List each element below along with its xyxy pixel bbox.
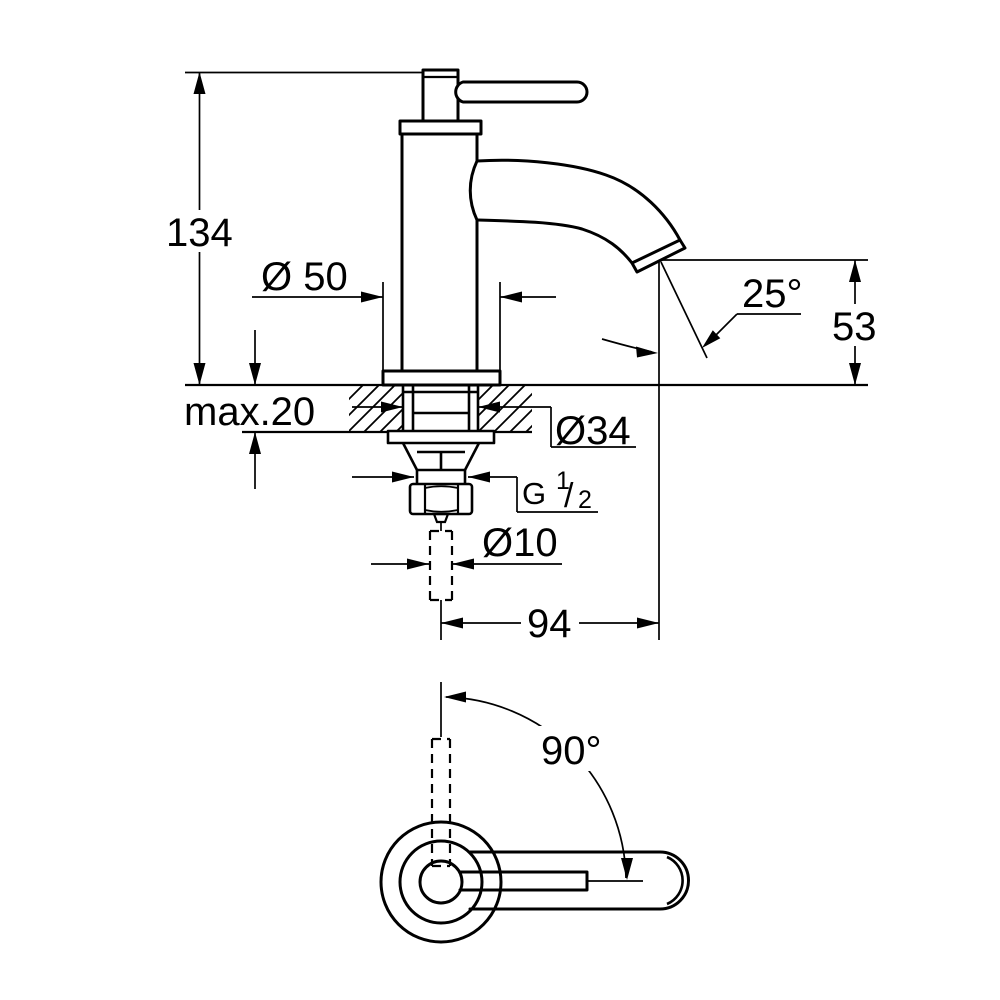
cartridge-stem	[421, 68, 460, 124]
label-spout-reach: 94	[527, 602, 572, 646]
dim-max-deck-thickness	[249, 330, 261, 489]
label-max-deck-thickness: max.20	[184, 390, 315, 434]
body-top-flange	[398, 119, 483, 136]
handle-lever-plan	[458, 850, 690, 911]
label-base-diameter: Ø 50	[261, 255, 348, 299]
hex-nut	[408, 482, 474, 516]
dim-shank-diameter	[352, 401, 636, 448]
dim-base-diameter	[252, 282, 556, 371]
supply-pipe-dashed-plan	[430, 737, 452, 868]
body-column	[400, 132, 479, 373]
plan-view-faucet	[379, 682, 690, 944]
label-thread-slash: /	[564, 477, 574, 515]
mounting-shank	[401, 385, 480, 432]
spout-body-fillet	[468, 159, 479, 222]
label-total-height: 134	[166, 211, 233, 255]
side-view-faucet	[185, 68, 687, 387]
label-backgrounds	[161, 210, 882, 771]
spout	[475, 158, 687, 274]
label-shank-diameter: Ø34	[555, 409, 631, 453]
label-spout-angle: 25°	[742, 272, 803, 316]
label-thread-denominator: 2	[578, 486, 592, 514]
label-thread-letter: G	[522, 476, 546, 511]
nut-tail	[432, 512, 450, 524]
label-handle-swivel-angle: 90°	[541, 729, 602, 773]
handle-lever-side	[454, 80, 589, 104]
label-inlet-diameter: Ø10	[482, 521, 558, 565]
base-circles	[379, 820, 503, 944]
base-flange	[381, 369, 502, 387]
dim-spout-angle	[601, 261, 801, 359]
label-outlet-height: 53	[832, 305, 877, 349]
dim-inlet-diameter	[371, 558, 562, 570]
dimension-labels: 134 Ø 50 max.20 Ø34 G 1 / 2 Ø10 94 53 25…	[166, 211, 877, 773]
supply-pipe-dashed-side	[428, 529, 454, 640]
dim-thread-size	[352, 471, 598, 513]
label-thread-numerator: 1	[556, 467, 570, 495]
washer-and-nut-stack	[386, 429, 496, 531]
spout-mouth	[630, 238, 687, 274]
